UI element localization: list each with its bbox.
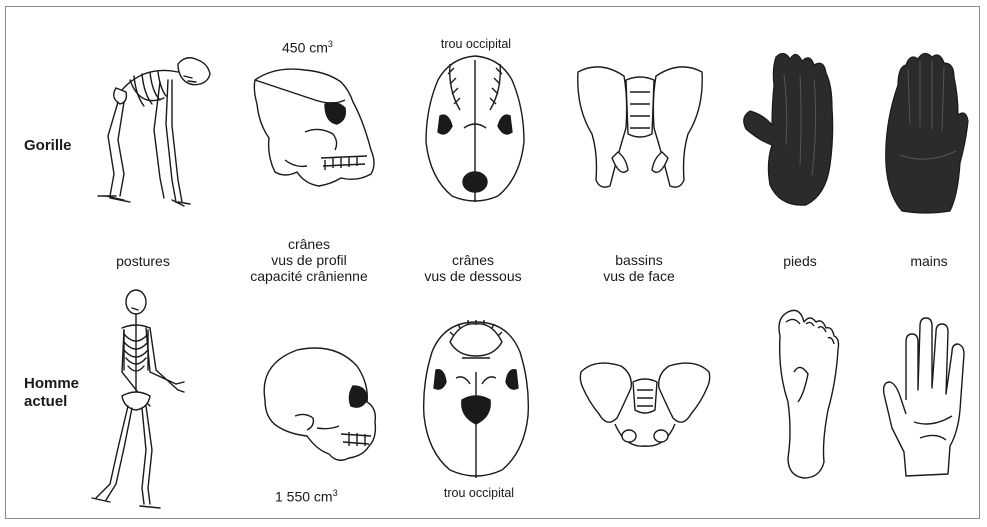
column-label-feet: pieds <box>783 253 816 269</box>
human-hand <box>880 312 975 482</box>
human-cranial-capacity: 1 550 cm3 <box>275 485 338 505</box>
row-label-human-line1: Homme <box>24 375 79 393</box>
gorilla-pelvis <box>570 58 710 198</box>
column-label-skulls-profile-3: capacité crânienne <box>250 268 368 284</box>
gorilla-foot <box>740 45 840 210</box>
column-label-skulls-profile-2: vus de profil <box>271 252 346 268</box>
column-label-skulls-profile-1: crânes <box>288 236 330 252</box>
gorilla-hand <box>880 45 970 215</box>
human-skull-profile <box>245 340 385 470</box>
column-label-pelvis-2: vus de face <box>603 268 675 284</box>
column-label-postures: postures <box>116 253 170 269</box>
human-skeleton-figure <box>80 288 190 516</box>
column-label-hands: mains <box>910 253 947 269</box>
column-label-skulls-below-2: vus de dessous <box>424 268 521 284</box>
row-label-gorilla: Gorille <box>24 137 72 155</box>
human-pelvis <box>575 358 715 458</box>
gorilla-skull-underside <box>420 50 530 210</box>
column-label-pelvis-1: bassins <box>615 252 662 268</box>
foramen-label-bottom: trou occipital <box>444 485 514 501</box>
gorilla-skeleton-figure <box>80 50 220 220</box>
row-label-human-line2: actuel <box>24 393 67 411</box>
gorilla-cranial-capacity: 450 cm3 <box>282 36 333 56</box>
column-label-skulls-below-1: crânes <box>452 252 494 268</box>
human-foot <box>770 302 846 480</box>
gorilla-skull-profile <box>245 60 385 210</box>
human-skull-underside <box>420 312 532 482</box>
